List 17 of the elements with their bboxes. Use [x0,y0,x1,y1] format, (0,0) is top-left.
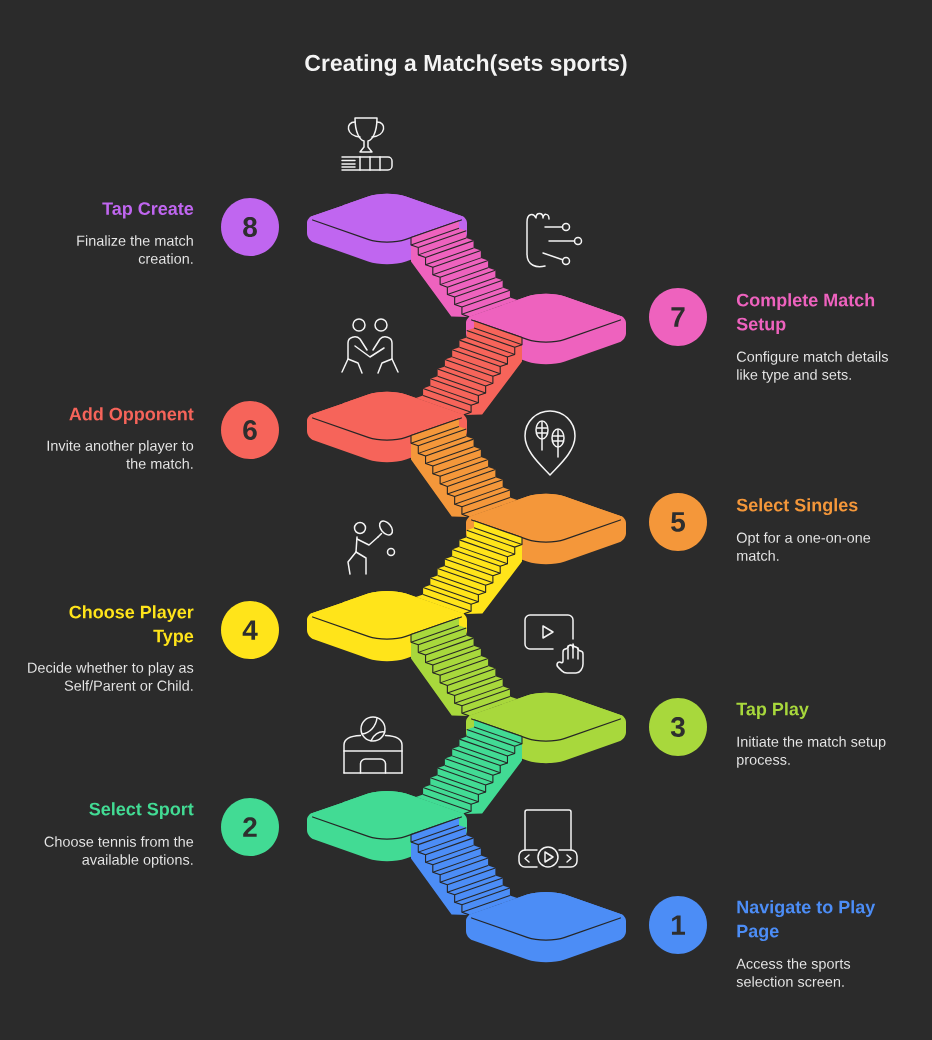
step-description: Invite another player to the match. [47,440,194,469]
step-title: Select Sport [89,802,194,819]
step-description: Initiate the match setup process. [737,736,886,768]
step-description: Opt for a one-on-one match. [736,532,871,561]
step-description: Decide whether to play as Self/Parent or Child. [28,662,194,691]
title: Creating a Match(sets sports) [305,54,627,76]
step-description: Configure match details like type and sets. [736,351,888,383]
step-title: Tap Create [102,202,194,219]
step-title: Choose Player Type [69,605,194,646]
step-title: Select Singles [736,498,858,516]
step-title: Tap Play [736,702,809,719]
step-description: Access the sports selection screen. [736,958,851,987]
step-description: Choose tennis from the available options. [44,836,194,868]
step-title: Navigate to Play Page [737,900,876,942]
step-description: Finalize the match creation. [77,235,193,264]
step-title: Complete Match Setup [736,293,875,334]
step-title: Add Opponent [69,407,194,424]
